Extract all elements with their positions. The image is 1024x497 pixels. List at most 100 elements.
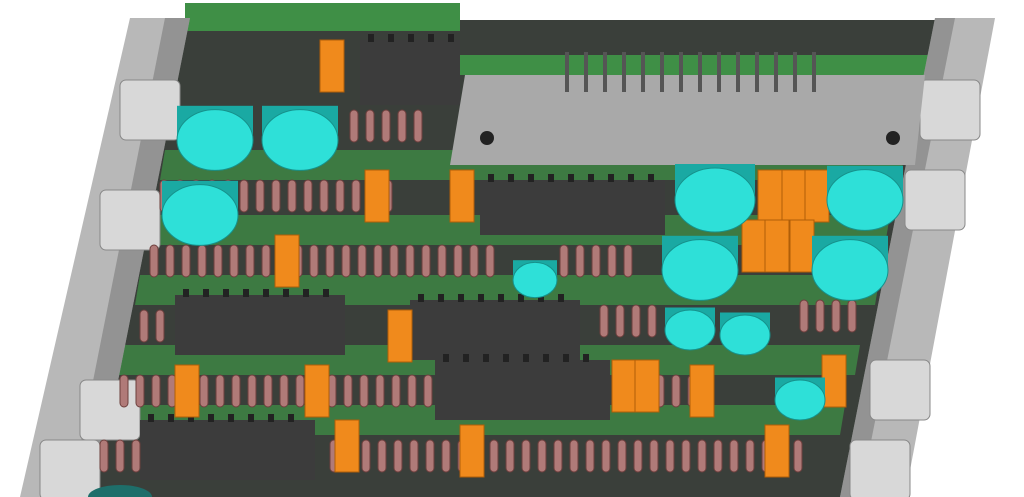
resistor (165, 244, 175, 278)
resistor (649, 439, 659, 473)
rail-mount-block (79, 379, 141, 441)
electrolytic-capacitor (512, 261, 558, 299)
header-pin (812, 52, 816, 92)
resistor (365, 109, 375, 143)
resistor (115, 439, 125, 473)
ic-pin (283, 289, 289, 297)
resistor (287, 179, 297, 213)
ic-pin (188, 414, 194, 422)
rail-mount-block (869, 359, 931, 421)
ic-pin (478, 294, 484, 302)
resistor (373, 244, 383, 278)
resistor (247, 374, 257, 408)
resistor (521, 439, 531, 473)
tantalum-capacitor (741, 219, 767, 273)
tantalum-capacitor (334, 419, 360, 473)
ic-chip (140, 420, 315, 480)
resistor (271, 179, 281, 213)
resistor (391, 374, 401, 408)
resistor (309, 244, 319, 278)
resistor (319, 179, 329, 213)
ic-pin (208, 414, 214, 422)
resistor (389, 244, 399, 278)
resistor (357, 244, 367, 278)
electrolytic-capacitor (176, 109, 254, 171)
resistor (631, 304, 641, 338)
resistor (469, 244, 479, 278)
ic-pin (148, 414, 154, 422)
ic-pin (543, 354, 549, 362)
resistor (255, 179, 265, 213)
resistor (335, 179, 345, 213)
ic-pin (458, 294, 464, 302)
resistor (295, 374, 305, 408)
resistor (537, 439, 547, 473)
ic-chip (435, 360, 610, 420)
resistor (279, 374, 289, 408)
resistor (633, 439, 643, 473)
header-pin (584, 52, 588, 92)
resistor (139, 309, 149, 343)
ic-chip (360, 40, 460, 105)
resistor (793, 439, 803, 473)
ic-pin (168, 414, 174, 422)
resistor (261, 244, 271, 278)
header-pin (717, 52, 721, 92)
ic-pin (418, 294, 424, 302)
header-pin (698, 52, 702, 92)
resistor (377, 439, 387, 473)
electrolytic-capacitor (661, 239, 739, 301)
ic-pin (183, 289, 189, 297)
resistor (393, 439, 403, 473)
header-pin (565, 52, 569, 92)
electrolytic-capacitor (161, 184, 239, 246)
resistor (155, 309, 165, 343)
resistor (615, 304, 625, 338)
resistor (413, 109, 423, 143)
resistor (231, 374, 241, 408)
components (88, 34, 925, 497)
ic-pin (483, 354, 489, 362)
tantalum-capacitor (764, 219, 790, 273)
tantalum-capacitor (821, 354, 847, 408)
ic-pin (563, 354, 569, 362)
resistor (99, 439, 109, 473)
tantalum-capacitor (274, 234, 300, 288)
tantalum-capacitor (304, 364, 330, 418)
resistor (569, 439, 579, 473)
ic-pin (203, 289, 209, 297)
ic-pin (648, 174, 654, 182)
ic-pin (323, 289, 329, 297)
header-pin (641, 52, 645, 92)
resistor (485, 244, 495, 278)
tantalum-capacitor (319, 39, 345, 93)
resistor (799, 299, 809, 333)
ic-pin (268, 414, 274, 422)
ic-pin (368, 34, 374, 42)
resistor (325, 244, 335, 278)
tantalum-capacitor (804, 169, 830, 223)
ic-pin (443, 354, 449, 362)
resistor (453, 244, 463, 278)
header-pin (736, 52, 740, 92)
resistor (425, 439, 435, 473)
header-pin (603, 52, 607, 92)
resistor (213, 244, 223, 278)
ic-chip (175, 295, 345, 355)
tantalum-capacitor (611, 359, 637, 413)
electrolytic-capacitor (826, 169, 904, 231)
electrolytic-capacitor (774, 379, 826, 421)
tantalum-capacitor (689, 364, 715, 418)
resistor (149, 244, 159, 278)
ic-pin (388, 34, 394, 42)
resistor (359, 374, 369, 408)
ic-pin (588, 174, 594, 182)
header-pin (755, 52, 759, 92)
ic-pin (243, 289, 249, 297)
rail-mount-block (99, 189, 161, 251)
ic-pin (223, 289, 229, 297)
electrolytic-capacitor (811, 239, 889, 301)
resistor (181, 244, 191, 278)
ic-pin (518, 294, 524, 302)
resistor (671, 374, 681, 408)
